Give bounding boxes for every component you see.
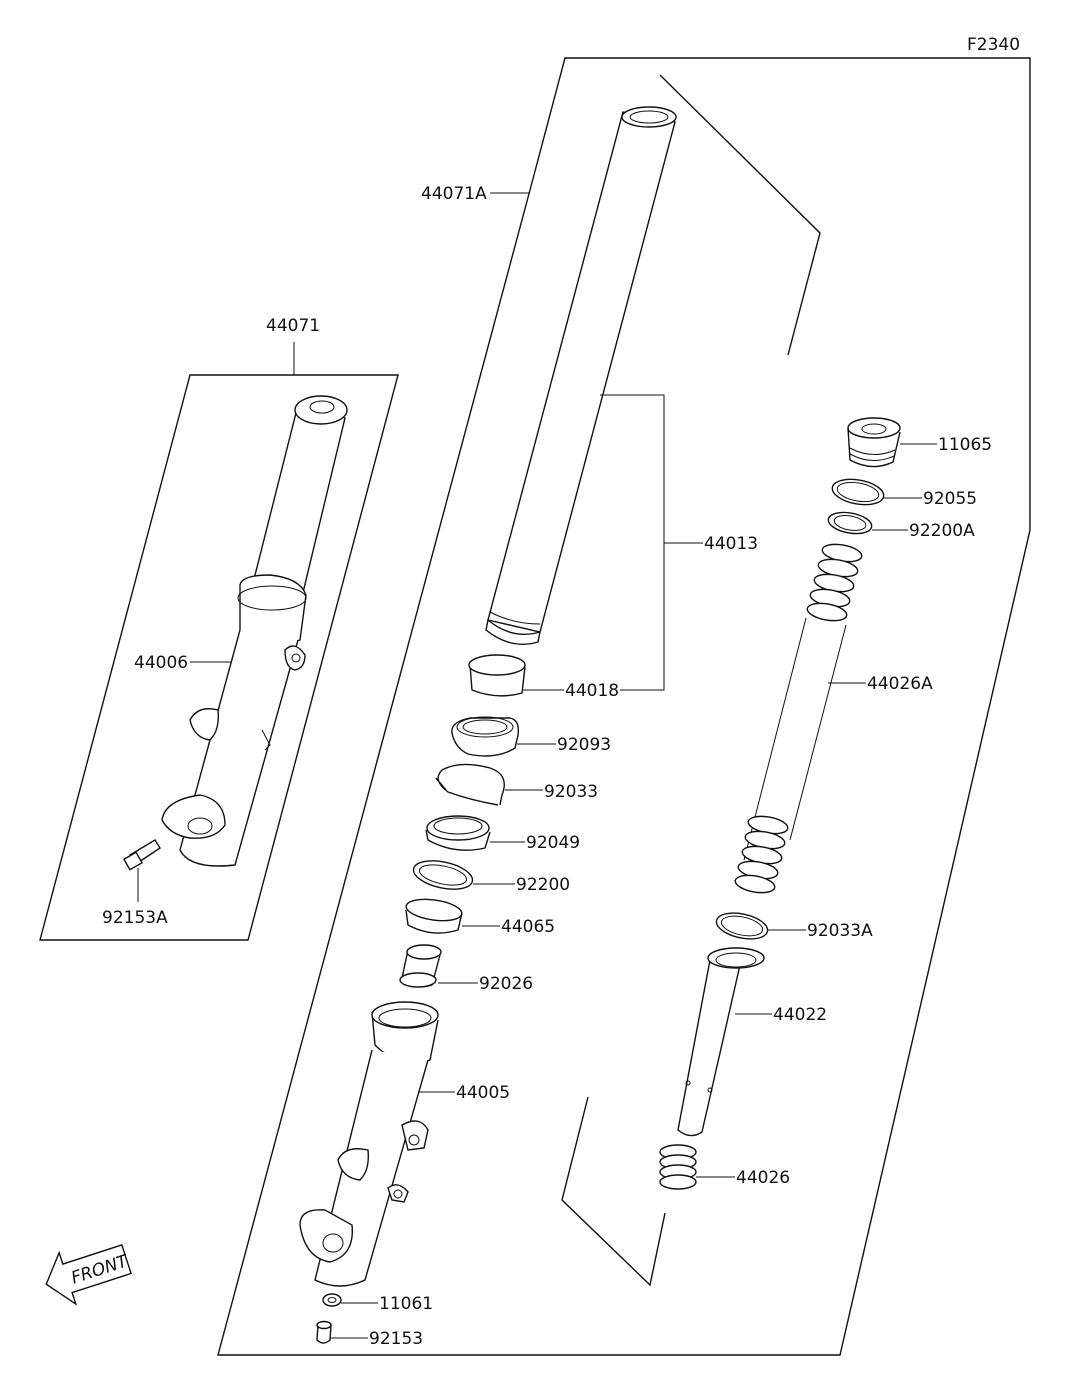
front-arrow-icon: FRONT — [45, 1244, 132, 1306]
label-11065: 11065 — [938, 435, 992, 455]
label-92200A: 92200A — [909, 521, 975, 541]
label-92153A: 92153A — [102, 908, 168, 928]
washer-92200 — [412, 860, 474, 890]
label-44018: 44018 — [565, 681, 619, 701]
bush-44065 — [405, 898, 463, 934]
outer-tube-44005 — [299, 1001, 439, 1287]
inner-subframe — [561, 74, 821, 1287]
assembly-frame-44071A — [217, 57, 1031, 1356]
label-92033: 92033 — [544, 782, 598, 802]
label-92026: 92026 — [479, 974, 533, 994]
spring-44026A — [734, 543, 863, 894]
label-44065: 44065 — [501, 917, 555, 937]
label-92049: 92049 — [526, 833, 580, 853]
seal-92093 — [451, 716, 520, 757]
label-11061: 11061 — [379, 1294, 433, 1314]
left-assembly-frame-44071 — [39, 342, 399, 941]
label-92093: 92093 — [557, 735, 611, 755]
seal-92049 — [425, 815, 491, 851]
label-44071: 44071 — [266, 316, 320, 336]
bolt-92153 — [316, 1320, 332, 1344]
washer-92200A — [827, 511, 873, 535]
left-fork-leg — [122, 395, 348, 871]
damper-rod-44022 — [677, 947, 765, 1137]
piece-92026 — [399, 944, 442, 988]
label-92033A: 92033A — [807, 921, 873, 941]
oring-92055 — [831, 478, 885, 506]
label-44026A: 44026A — [867, 674, 933, 694]
label-44006: 44006 — [134, 653, 188, 673]
bolt-92153A — [122, 839, 161, 871]
circlip-92033A — [715, 912, 769, 940]
label-92153: 92153 — [369, 1329, 423, 1349]
label-44013: 44013 — [704, 534, 758, 554]
figure-code: F2340 — [967, 35, 1020, 55]
label-44022: 44022 — [773, 1005, 827, 1025]
spring-44026 — [659, 1144, 697, 1190]
cap-bolt-11065 — [847, 417, 901, 468]
label-44005: 44005 — [456, 1083, 510, 1103]
label-44071A: 44071A — [421, 184, 487, 204]
label-44026: 44026 — [736, 1168, 790, 1188]
label-92055: 92055 — [923, 489, 977, 509]
inner-tube-44013 — [485, 106, 677, 645]
leader-lines — [137, 192, 937, 1339]
bush-44018 — [468, 654, 526, 697]
washer-11061 — [322, 1293, 342, 1307]
label-92200: 92200 — [516, 875, 570, 895]
part-labels: 44071 44071A 44006 92153A 44013 44018 92… — [102, 184, 992, 1349]
circlip-92033 — [435, 763, 505, 806]
